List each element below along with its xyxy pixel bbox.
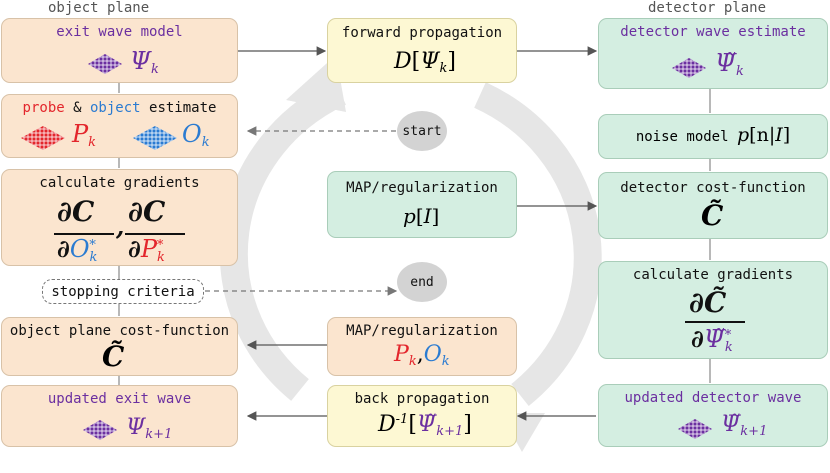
detector-wave-symbol: Ψ̃k bbox=[715, 49, 744, 79]
noise-model-content: noise model p[n|I] bbox=[635, 124, 791, 146]
map-regularization-top-title: MAP/regularization bbox=[346, 180, 498, 196]
updated-exit-wave-box: updated exit wave Ψk+1 bbox=[1, 385, 238, 447]
object-grid-icon bbox=[133, 126, 177, 150]
object-cost-symbol: C̃ bbox=[102, 340, 125, 373]
left-gradients-box: calculate gradients ∂C ∂Ok* , ∂C ∂Pk* bbox=[1, 169, 238, 266]
forward-propagation-title: forward propagation bbox=[341, 25, 503, 41]
updated-detector-wave-grid-icon bbox=[678, 419, 712, 439]
detector-plane-header: detector plane bbox=[648, 0, 767, 16]
map-regularization-bottom-box: MAP/regularization Pk,Ok bbox=[327, 317, 517, 376]
left-gradients-title: calculate gradients bbox=[39, 175, 200, 191]
map-regularization-bottom-title: MAP/regularization bbox=[346, 323, 498, 339]
right-grad-num: ∂C̃ bbox=[689, 286, 727, 319]
left-grad-den-2: ∂Pk* bbox=[128, 234, 165, 265]
right-gradients-title: calculate gradients bbox=[632, 267, 794, 283]
map-regularization-bottom-formula: Pk,Ok bbox=[394, 342, 450, 369]
probe-grid-icon bbox=[21, 126, 65, 150]
updated-exit-wave-grid-icon bbox=[83, 420, 117, 440]
updated-detector-wave-symbol: Ψ̃k+1 bbox=[721, 412, 768, 439]
probe-object-estimate-box: probe & object estimate Pk Ok bbox=[1, 94, 238, 158]
left-grad-comma: , bbox=[116, 212, 125, 241]
left-grad-num-2: ∂C bbox=[128, 195, 166, 228]
updated-detector-wave-box: updated detector wave Ψ̃k+1 bbox=[598, 384, 828, 447]
detector-wave-grid-icon bbox=[672, 58, 706, 78]
left-grad-fraction-bar-2 bbox=[125, 233, 185, 235]
right-grad-den: ∂Ψ̃k* bbox=[691, 324, 733, 355]
detector-cost-symbol: C̃ bbox=[701, 199, 724, 232]
exit-wave-model-title: exit wave model bbox=[56, 24, 183, 40]
exit-wave-model-box: exit wave model Ψk bbox=[1, 18, 238, 83]
forward-propagation-box: forward propagation D[Ψk] bbox=[327, 18, 517, 83]
object-cost-function-box: object plane cost-function C̃ bbox=[1, 317, 238, 376]
map-regularization-top-box: MAP/regularization p[I] bbox=[327, 171, 517, 238]
left-grad-fraction-bar-1 bbox=[54, 233, 114, 235]
detector-cost-function-title: detector cost-function bbox=[620, 180, 806, 196]
map-regularization-top-formula: p[I] bbox=[403, 204, 440, 228]
left-grad-den-1: ∂Ok* bbox=[57, 234, 98, 265]
left-grad-num-1: ∂C bbox=[57, 195, 95, 228]
probe-object-estimate-title: probe & object estimate bbox=[22, 100, 217, 116]
back-propagation-formula: D-1[Ψ̃k+1] bbox=[378, 412, 472, 439]
probe-symbol: Pk bbox=[72, 120, 97, 150]
back-propagation-box: back propagation D-1[Ψ̃k+1] bbox=[327, 385, 517, 447]
right-gradients-box: calculate gradients ∂C̃ ∂Ψ̃k* bbox=[598, 261, 828, 359]
exit-wave-grid-icon bbox=[88, 54, 122, 74]
object-symbol: Ok bbox=[182, 120, 210, 150]
stopping-criteria: stopping criteria bbox=[42, 279, 204, 304]
updated-detector-wave-title: updated detector wave bbox=[624, 390, 802, 406]
noise-model-box: noise model p[n|I] bbox=[598, 114, 828, 159]
detector-wave-estimate-box: detector wave estimate Ψ̃k bbox=[598, 18, 828, 89]
forward-propagation-formula: D[Ψk] bbox=[394, 49, 457, 76]
right-grad-fraction-bar bbox=[685, 321, 745, 323]
exit-wave-symbol: Ψk bbox=[130, 47, 159, 77]
object-plane-header: object plane bbox=[48, 0, 150, 16]
start-node: start bbox=[397, 111, 447, 151]
object-cost-function-title: object plane cost-function bbox=[9, 323, 230, 339]
end-node: end bbox=[397, 262, 447, 302]
back-propagation-title: back propagation bbox=[354, 391, 490, 407]
updated-exit-wave-title: updated exit wave bbox=[47, 391, 192, 407]
updated-exit-wave-symbol: Ψk+1 bbox=[126, 415, 173, 442]
detector-wave-estimate-title: detector wave estimate bbox=[620, 24, 806, 40]
detector-cost-function-box: detector cost-function C̃ bbox=[598, 172, 828, 239]
